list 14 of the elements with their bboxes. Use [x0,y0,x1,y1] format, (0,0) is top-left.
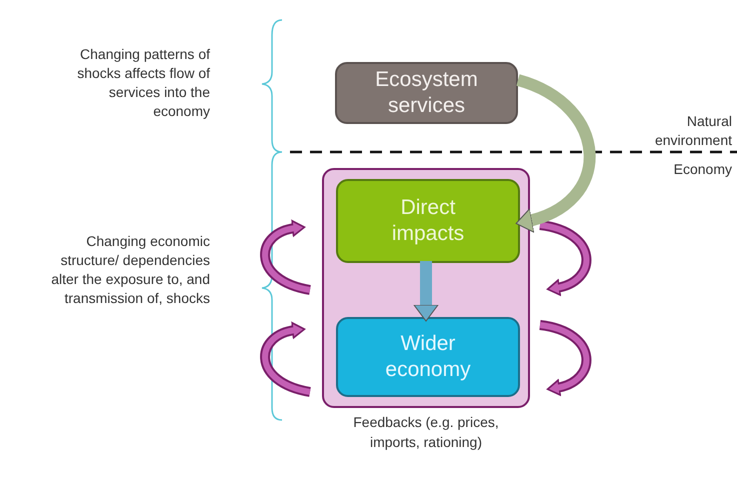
economy-box [322,168,530,408]
annotation-text: Economy [672,160,732,179]
arrow [414,261,438,322]
process-box [335,62,518,124]
arrow [516,74,596,232]
process-box [336,179,520,263]
annotation-text: Changing economic structure/ dependencies alter the exposure to, and transmission of, shocks [50,232,210,308]
caption-text: Feedbacks (e.g. prices, imports, rationing) [352,413,500,452]
node-label: Wider economy [384,330,472,383]
annotation-text: Natural environment [654,112,732,150]
annotation-text: Changing patterns of shocks affects flow of services into the economy [76,45,210,121]
node-label: Direct impacts [390,194,466,247]
node-label: Ecosystem services [374,66,479,119]
process-box [336,317,520,397]
